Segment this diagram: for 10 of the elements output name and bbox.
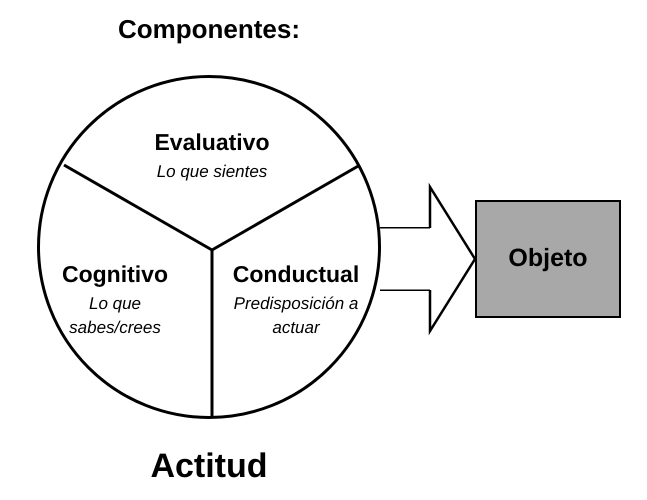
diagram-title: Componentes:: [117, 13, 301, 46]
component-description: Lo que sabes/crees: [68, 293, 162, 340]
component-heading: Conductual: [232, 260, 360, 288]
component-description: Lo que sientes: [156, 161, 268, 184]
object-box: [475, 200, 621, 318]
object-label: Objeto: [508, 243, 588, 274]
component-heading: Cognitivo: [62, 260, 168, 288]
circle-caption: Actitud: [149, 449, 269, 483]
component-heading: Evaluativo: [154, 128, 270, 156]
component-description: Predisposición a actuar: [232, 293, 360, 340]
